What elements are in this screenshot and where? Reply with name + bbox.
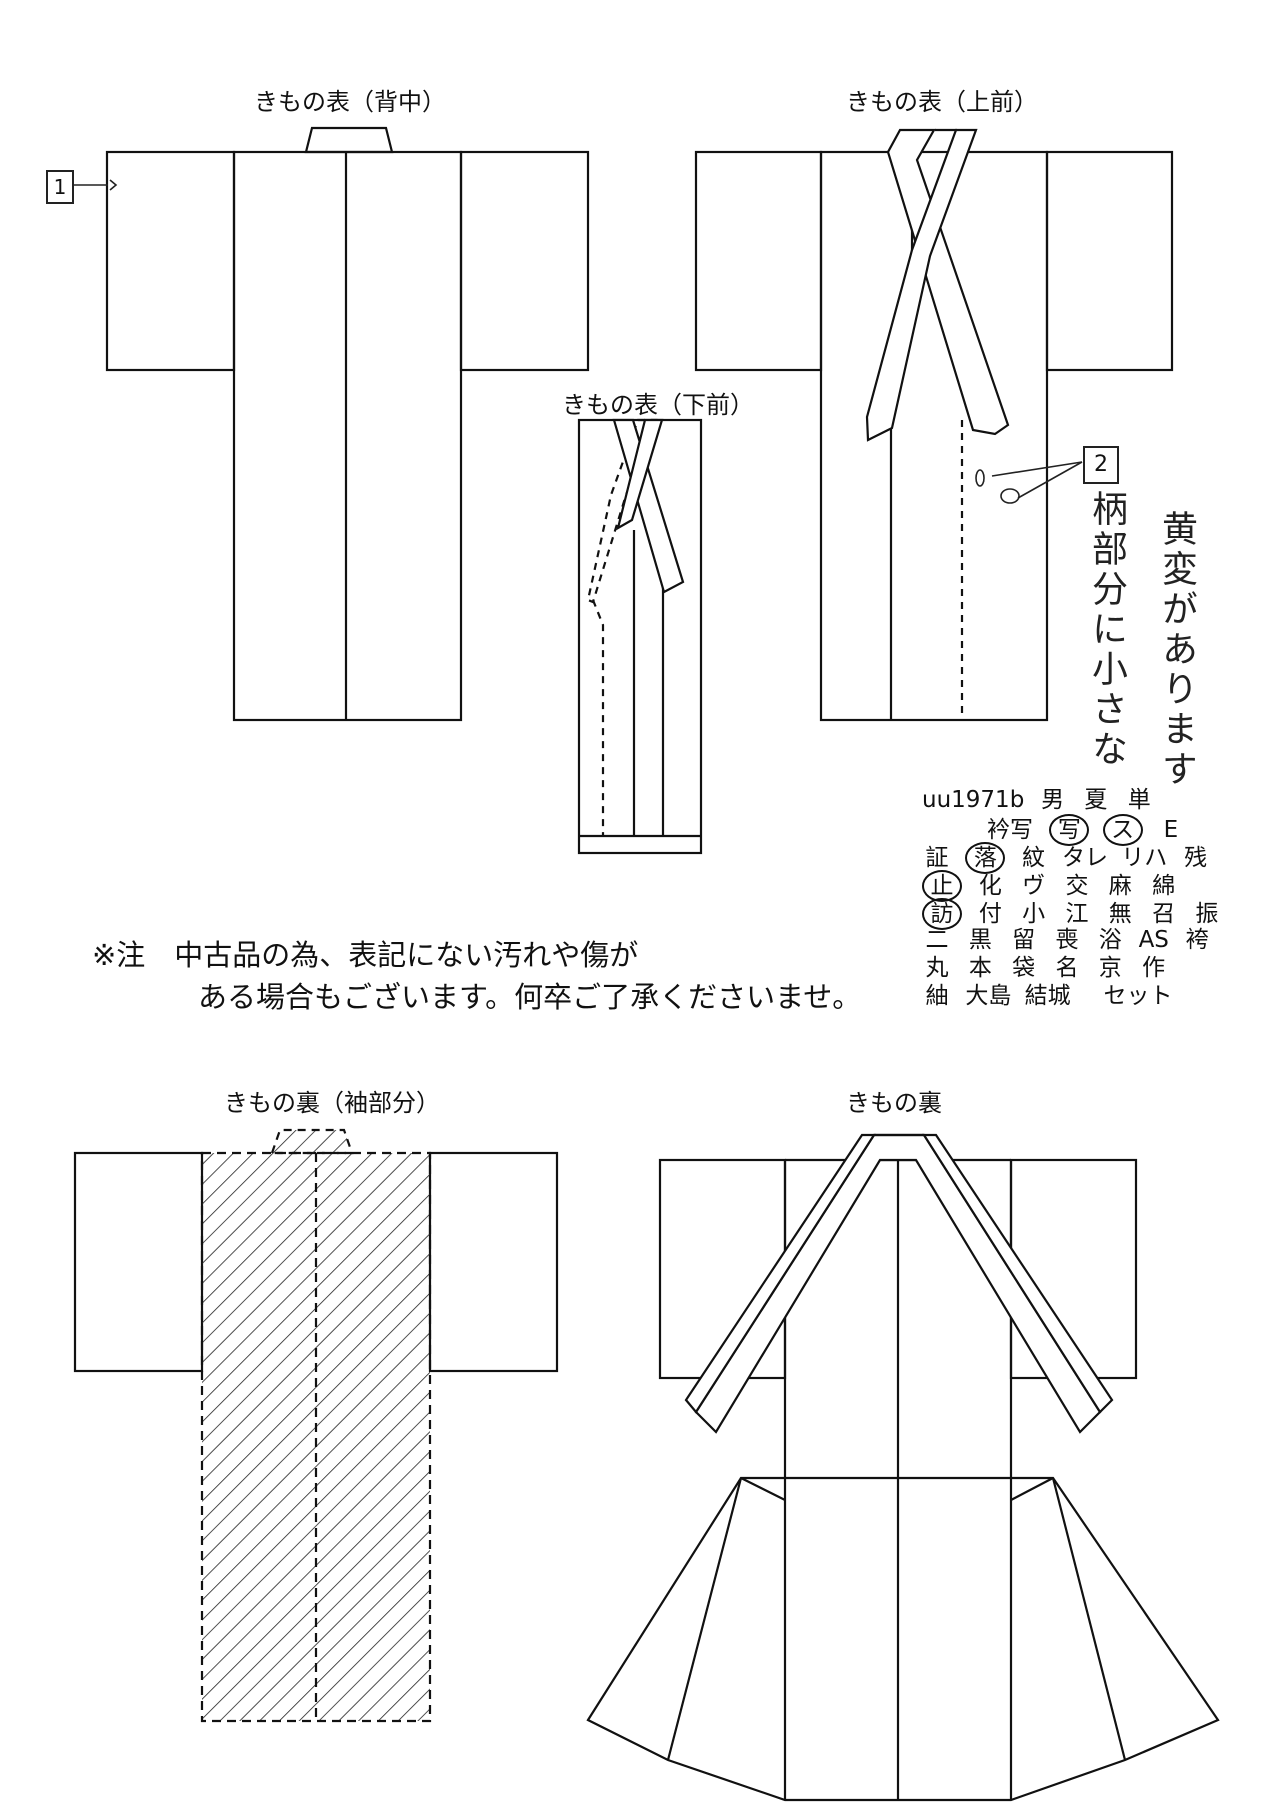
code-cell: 振 (1195, 901, 1219, 927)
code-cell: ヴ (1022, 873, 1046, 899)
kimono-front-upper-diagram (694, 128, 1174, 722)
handwritten-mark-2: 2 (1083, 446, 1119, 484)
handwritten-mark-1: 1 (46, 170, 74, 204)
code-cell: 京 (1098, 955, 1122, 981)
code-cell: 浴 (1098, 927, 1122, 953)
code-cell: 小 (1022, 901, 1046, 927)
code-cell: AS (1138, 927, 1169, 953)
code-cell: 付 (978, 901, 1002, 927)
code-row-5: 二 黒 留 喪 浴 AS 袴 (922, 926, 1228, 954)
code-cell: 無 (1108, 901, 1132, 927)
code-cell: 夏 (1084, 787, 1108, 813)
code-cell: 喪 (1055, 927, 1079, 953)
code-cell: タレ (1061, 845, 1108, 871)
code-cell: 本 (968, 955, 992, 981)
kimono-lining-sleeve-diagram (73, 1128, 559, 1723)
code-cell: 紬 (925, 983, 949, 1009)
code-row-6: 丸 本 袋 名 京 作 (922, 954, 1228, 982)
code-cell: 二 (925, 927, 949, 953)
kimono-front-lower-diagram (577, 418, 703, 855)
code-cell: 袋 (1012, 955, 1036, 981)
handwritten-arrows (72, 179, 1083, 504)
code-row-1: 衿写 写 ス E (922, 814, 1228, 846)
code-cell: 丸 (925, 955, 949, 981)
note-line-1: ※注 中古品の為、表記にない汚れや傷が (92, 938, 639, 972)
code-cell: 綿 (1152, 873, 1176, 899)
code-cell: 証 (925, 845, 949, 871)
mark-2-number: 2 (1094, 452, 1108, 477)
code-cell: 江 (1065, 901, 1089, 927)
code-cell: 作 (1142, 955, 1166, 981)
code-row-2: 証 落 紋 タレ リハ 残 (922, 842, 1228, 874)
product-code-grid: uu1971b 男 夏 単 衿写 写 ス E 証 落 紋 タレ リハ 残 止 化… (922, 786, 1228, 1010)
code-cell: 化 (978, 873, 1002, 899)
handwritten-note-col-1: 柄部分に小さな (1086, 490, 1127, 770)
code-cell: 袴 (1185, 927, 1209, 953)
code-cell: 麻 (1108, 873, 1132, 899)
label-lining: きもの裏 (846, 1089, 942, 1117)
product-id: uu1971b (922, 787, 1025, 813)
code-cell-circled: 落 (965, 842, 1006, 874)
code-cell-circled: 写 (1049, 814, 1090, 846)
mark-1-number: 1 (53, 175, 67, 199)
code-row-0: uu1971b 男 夏 単 (922, 786, 1228, 814)
code-cell-circled: 訪 (922, 898, 962, 930)
code-cell: 衿写 (987, 817, 1033, 843)
code-cell: 召 (1152, 901, 1176, 927)
code-cell: E (1163, 817, 1179, 843)
code-cell: 結城 (1024, 983, 1071, 1009)
code-cell: 交 (1065, 873, 1089, 899)
code-cell: 単 (1127, 787, 1151, 813)
code-cell: 黒 (968, 927, 992, 953)
code-cell: リハ (1121, 845, 1168, 871)
handwritten-note-col-2: 黄変があります (1156, 510, 1197, 790)
code-cell-circled: ス (1102, 814, 1143, 846)
code-cell: 大島 (965, 983, 1012, 1009)
code-cell: 名 (1055, 955, 1079, 981)
code-cell: 留 (1012, 927, 1036, 953)
kimono-back-diagram (105, 126, 590, 722)
code-cell: セット (1103, 983, 1173, 1009)
code-row-7: 紬 大島 結城 セット (922, 982, 1228, 1010)
code-row-3: 止 化 ヴ 交 麻 綿 (922, 870, 1228, 902)
code-cell: 男 (1041, 787, 1065, 813)
label-back: きもの表（背中） (254, 88, 446, 116)
label-front-upper: きもの表（上前） (846, 88, 1038, 116)
code-cell: 残 (1184, 845, 1208, 871)
label-lining-sleeve: きもの裏（袖部分） (224, 1089, 440, 1117)
note-line-2: ある場合もございます。何卒ご了承くださいませ。 (198, 980, 862, 1014)
code-row-4: 訪 付 小 江 無 召 振 (922, 898, 1228, 930)
label-front-lower: きもの表（下前） (562, 391, 754, 419)
kimono-lining-diagram (586, 1133, 1220, 1802)
code-cell: 紋 (1022, 845, 1046, 871)
